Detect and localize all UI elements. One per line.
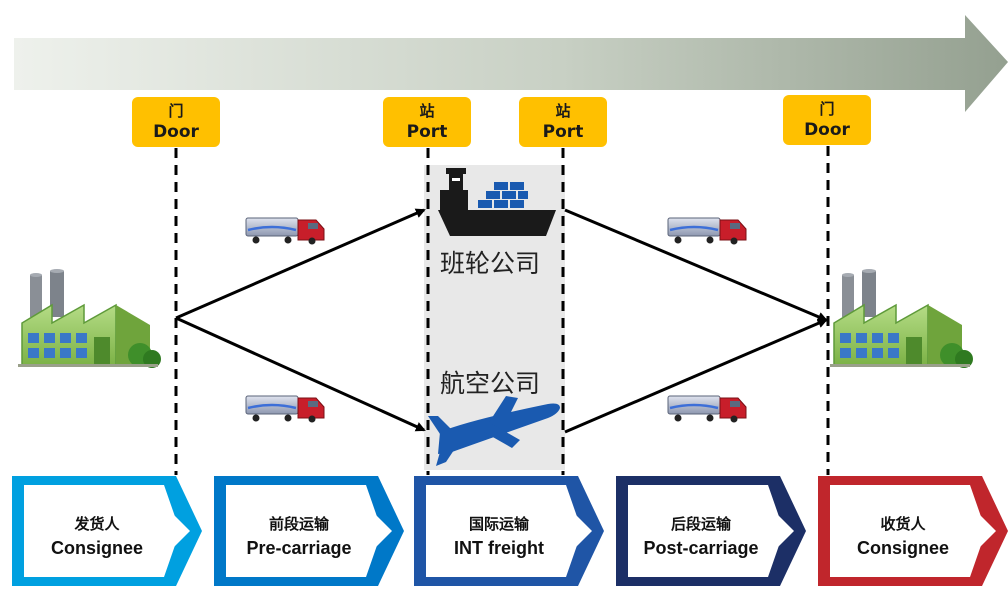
step-post-carriage: 后段运输 Post-carriage xyxy=(626,486,776,586)
step-zh: 后段运输 xyxy=(670,515,731,533)
checkpoint-en: Port xyxy=(542,122,584,142)
chevron-arrow-icon xyxy=(364,515,392,547)
checkpoint-tag-door-destination: 门 Door xyxy=(783,95,871,145)
route-arrow-to-air xyxy=(175,316,426,432)
checkpoint-zh: 站 xyxy=(419,102,435,120)
checkpoint-zh: 站 xyxy=(555,102,571,120)
chevron-inner xyxy=(24,485,180,577)
checkpoint-en: Door xyxy=(153,122,199,142)
step-consignee: 收货人 Consignee xyxy=(828,486,978,586)
checkpoint-tag-port-destination: 站 Port xyxy=(519,97,607,147)
chevron-arrow-icon xyxy=(766,515,794,547)
process-arrow-banner xyxy=(14,15,1008,112)
airline-label: 航空公司 xyxy=(440,369,541,398)
step-int-freight: 国际运输 INT freight xyxy=(424,486,574,586)
chevron-inner xyxy=(426,485,582,577)
route-arrow-from-air xyxy=(564,318,828,434)
chevron-arrow-icon xyxy=(968,515,996,547)
route-arrow-from-sea xyxy=(564,208,828,322)
checkpoint-tag-door-origin: 门 Door xyxy=(132,97,220,147)
step-en: Consignee xyxy=(856,538,949,558)
checkpoint-zh: 门 xyxy=(168,102,184,120)
shipping-line-label: 班轮公司 xyxy=(440,249,541,278)
checkpoint-lines xyxy=(174,146,830,475)
step-en: INT freight xyxy=(454,538,544,558)
step-zh: 前段运输 xyxy=(268,515,329,533)
step-zh: 收货人 xyxy=(880,515,926,533)
chevron-arrow-icon xyxy=(162,515,190,547)
container-ship-icon xyxy=(438,168,556,236)
checkpoint-en: Port xyxy=(406,122,448,142)
step-pre-carriage: 前段运输 Pre-carriage xyxy=(224,486,374,586)
step-en: Post-carriage xyxy=(643,538,759,558)
chevron-arrow-icon xyxy=(564,515,592,547)
chevron-inner xyxy=(226,485,382,577)
checkpoint-tag-port-origin: 站 Port xyxy=(383,97,471,147)
step-shipper: 发货人 Consignee xyxy=(22,486,172,586)
checkpoint-en: Door xyxy=(804,120,850,140)
step-zh: 国际运输 xyxy=(468,515,529,533)
step-en: Pre-carriage xyxy=(246,538,352,558)
route-arrow-to-sea xyxy=(175,208,426,320)
chevron-inner xyxy=(628,485,784,577)
step-zh: 发货人 xyxy=(74,515,120,533)
step-en: Consignee xyxy=(50,538,143,558)
airplane-icon xyxy=(428,396,560,466)
chevron-inner xyxy=(830,485,986,577)
checkpoint-zh: 门 xyxy=(819,100,835,118)
